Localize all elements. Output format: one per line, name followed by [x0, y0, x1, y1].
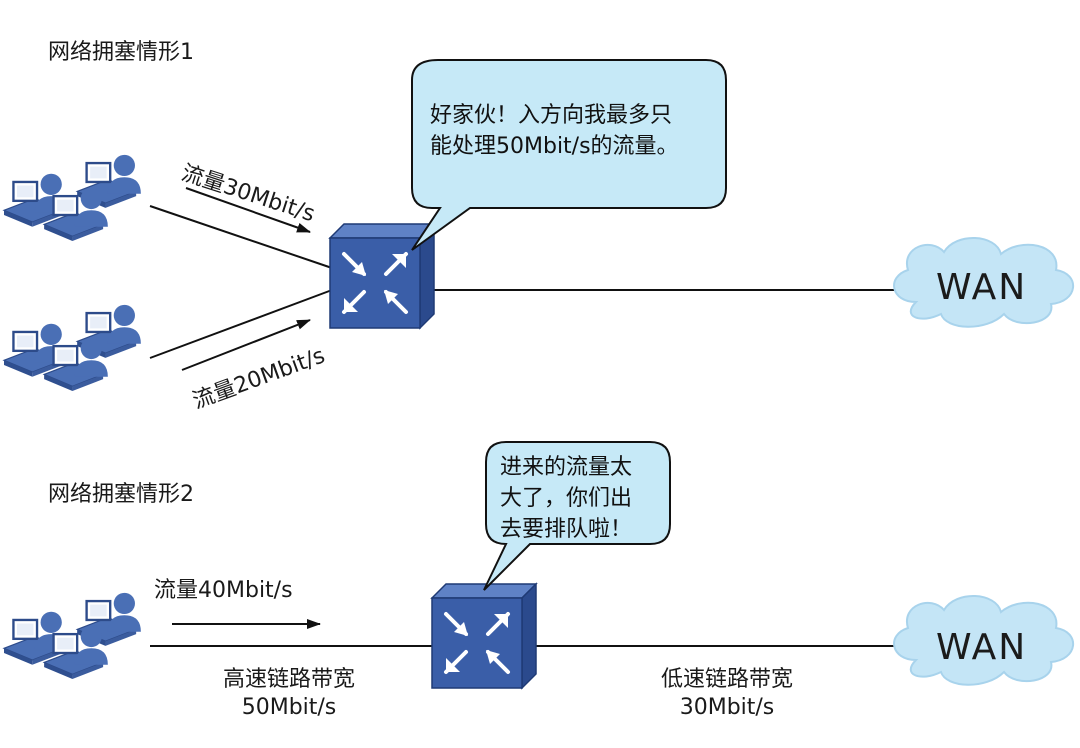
user-group-icon	[4, 155, 141, 241]
wan-label-2: WAN	[936, 627, 1028, 668]
router-icon	[430, 582, 538, 690]
wan-label-1: WAN	[936, 267, 1028, 308]
high-speed-caption: 高速链路带宽 50Mbit/s	[204, 666, 374, 721]
speech-bubble	[483, 441, 671, 591]
bubble-2-line-1: 进来的流量太	[500, 455, 633, 480]
link-bottom-user	[149, 289, 333, 359]
bubble-1-line-2: 能处理50Mbit/s的流量。	[430, 134, 679, 160]
link-top-user	[149, 205, 333, 269]
high-speed-label: 高速链路带宽	[222, 667, 355, 692]
scenario2-title: 网络拥塞情形2	[48, 482, 194, 507]
user-group-icon	[4, 305, 141, 391]
low-speed-value: 30Mbit/s	[679, 694, 775, 720]
bubble-2-text: 进来的流量太 大了，你们出 去要排队啦！	[500, 452, 632, 546]
high-speed-value: 50Mbit/s	[241, 694, 337, 720]
speech-bubble	[411, 59, 727, 251]
low-speed-label: 低速链路带宽	[660, 667, 793, 692]
bubble-1-line-1: 好家伙！入方向我最多只	[430, 103, 673, 128]
bubble-2-line-3: 去要排队啦！	[500, 517, 633, 543]
user-group-icon	[4, 593, 141, 679]
low-speed-caption: 低速链路带宽 30Mbit/s	[642, 666, 812, 721]
bubble-1-text: 好家伙！入方向我最多只 能处理50Mbit/s的流量。	[430, 100, 679, 162]
flow-label-2: 流量40Mbit/s	[154, 578, 293, 603]
flow-arrow-bottom	[181, 319, 311, 371]
bubble-2-line-2: 大了，你们出	[500, 486, 633, 512]
flow-arrow-top	[185, 187, 311, 233]
scenario1-title: 网络拥塞情形1	[48, 40, 194, 65]
